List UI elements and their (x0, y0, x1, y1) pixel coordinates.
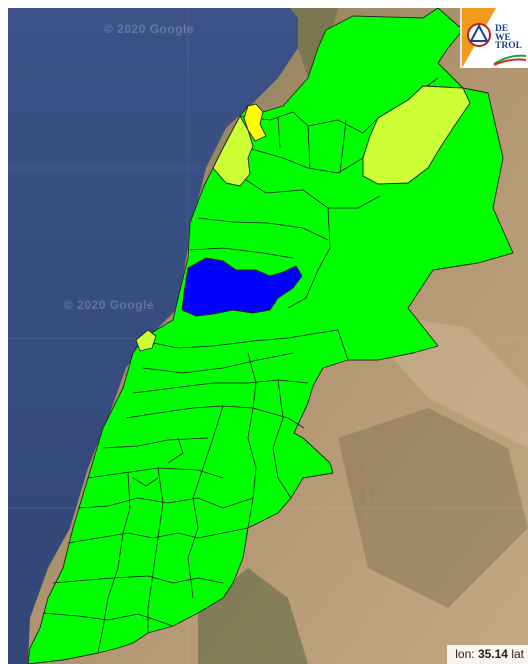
logo-text-line: DE (495, 24, 509, 34)
region-yellow-green[interactable] (212, 115, 254, 187)
top-strip (0, 0, 528, 8)
logo-text-line: TROL (495, 41, 522, 51)
google-watermark: © 2020 Google (104, 22, 195, 36)
dewetra-logo: DE WE TROL (460, 8, 528, 68)
land-texture (338, 408, 528, 608)
region-blue[interactable] (181, 257, 303, 317)
logo-text: DE WE TROL (495, 25, 528, 51)
lon-label: lon: (455, 647, 475, 661)
logo-swoosh-icon (493, 54, 527, 66)
logo-emblem-icon (467, 23, 491, 47)
land-texture (290, 8, 338, 78)
satellite-map[interactable] (8, 8, 528, 664)
coordinate-readout: lon: 35.14 lat (447, 645, 528, 664)
map-view[interactable]: © 2020 Google © 2020 Google (8, 8, 528, 664)
district-boundaries (42, 77, 439, 654)
region-yellow-green[interactable] (362, 85, 471, 185)
region-yellow[interactable] (243, 103, 267, 142)
lat-label: lat (511, 647, 524, 661)
region-yellow-green[interactable] (135, 329, 157, 352)
logo-text-line: WE (495, 32, 511, 43)
lon-value: 35.14 (477, 647, 508, 661)
google-watermark: © 2020 Google (64, 298, 155, 312)
